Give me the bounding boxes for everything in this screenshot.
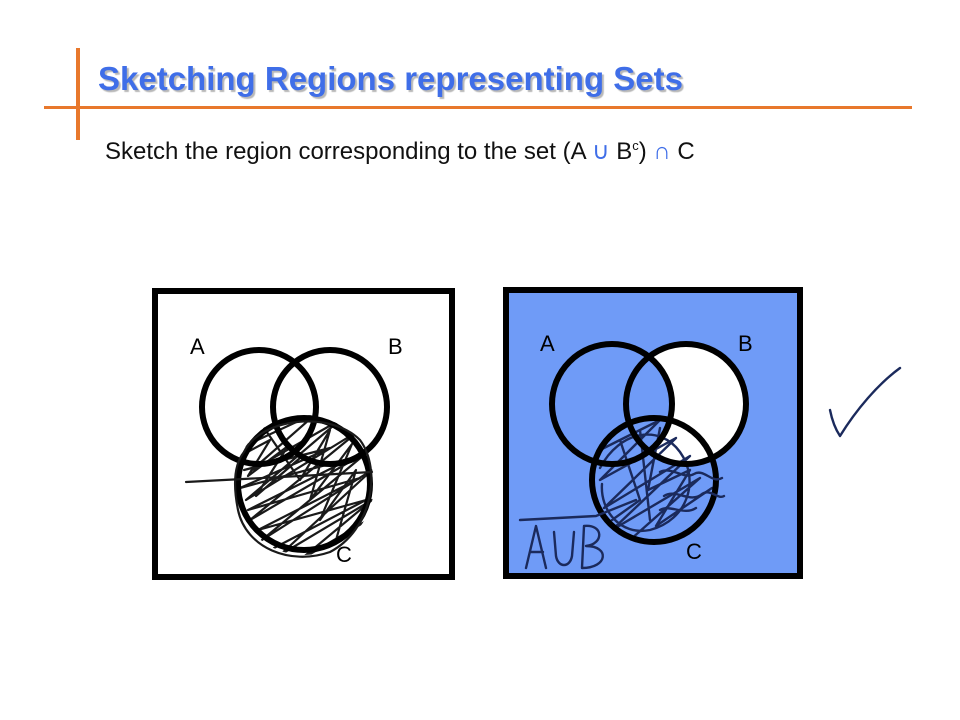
label-c-right: C	[686, 539, 702, 564]
complement-superscript: c	[632, 138, 639, 153]
prompt-tail: C	[670, 138, 695, 165]
venn-diagram-right: A B C	[503, 287, 803, 579]
label-b-left: B	[388, 334, 403, 359]
handwritten-letter-b	[580, 524, 604, 570]
label-a-left: A	[190, 334, 205, 359]
pointer-stroke-right	[518, 498, 638, 522]
accent-horizontal-rule	[44, 106, 912, 109]
set-circle-a-right	[549, 341, 675, 467]
set-circle-a-left	[199, 347, 319, 467]
prompt-b: B	[609, 138, 633, 165]
scribble-shading-left	[234, 415, 374, 555]
handwritten-note-right	[518, 498, 638, 570]
question-prompt: Sketch the region corresponding to the s…	[105, 137, 695, 166]
handwritten-union	[552, 530, 576, 567]
pointer-stroke-left	[184, 470, 374, 484]
prompt-lead: Sketch the region corresponding to the s…	[105, 138, 592, 165]
accent-vertical-bar	[76, 48, 80, 140]
label-b-right: B	[738, 331, 753, 356]
scribble-shading-right	[594, 418, 714, 542]
set-circle-b-right	[623, 341, 749, 467]
label-a-right: A	[540, 331, 555, 356]
squiggle-marks-right	[658, 469, 726, 513]
set-circle-b-left	[270, 347, 390, 467]
prompt-close: )	[638, 138, 654, 165]
universe-box-left	[152, 288, 455, 580]
check-mark-icon	[828, 366, 902, 438]
outline-overstroke-left	[234, 420, 373, 558]
venn-diagram-left: A B C	[152, 288, 455, 580]
set-circle-c-left	[235, 415, 373, 553]
handwritten-letter-a	[524, 524, 548, 570]
slide-title: Sketching Regions representing Sets	[98, 60, 683, 97]
union-symbol: ∪	[591, 138, 610, 165]
intersect-symbol: ∩	[653, 138, 671, 165]
label-c-left: C	[336, 542, 352, 567]
